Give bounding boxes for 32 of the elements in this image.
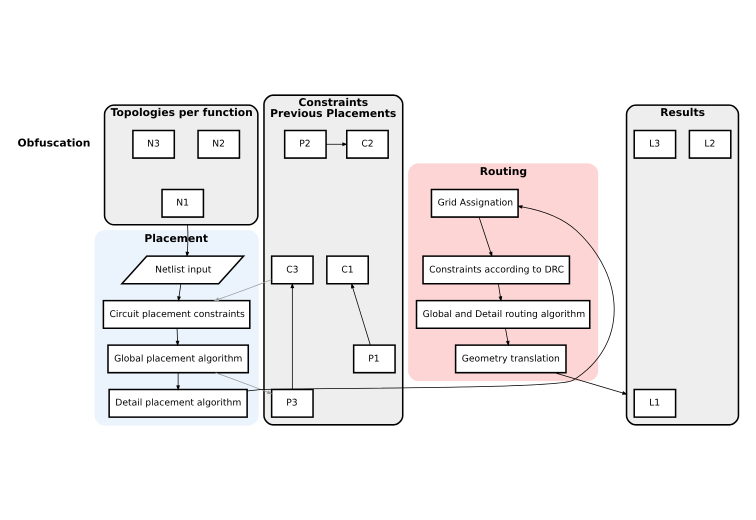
node-box: C3: [270, 255, 314, 285]
node-box: N1: [161, 188, 204, 218]
node-box: L3: [633, 130, 676, 159]
node-box: N2: [197, 130, 240, 159]
arrow: [554, 372, 628, 395]
node-box: Circuit placement constraints: [102, 300, 251, 329]
arrow: [177, 283, 182, 302]
node-box: L1: [633, 388, 676, 418]
node-box: Global placement algorithm: [107, 344, 250, 374]
node-box: P3: [270, 388, 314, 418]
node-box: C2: [346, 130, 389, 159]
node-box: L2: [688, 130, 732, 159]
arrow: [498, 283, 502, 302]
arrow: [176, 372, 180, 391]
arrow: [176, 328, 180, 346]
node-box: Constraints according to DRC: [422, 255, 570, 285]
arrow: [478, 216, 492, 258]
node-box: Grid Assignation: [430, 188, 519, 218]
arrow: [246, 205, 615, 392]
arrow: [351, 282, 371, 346]
node-box: Geometry translation: [454, 344, 567, 374]
node-box: Global and Detail routing algorithm: [416, 300, 591, 329]
node-box: P1: [352, 344, 396, 374]
node-box: Detail placement algorithm: [108, 388, 248, 418]
label: Obfuscation: [18, 136, 90, 150]
node-box: C1: [326, 255, 369, 285]
arrow: [326, 142, 348, 146]
arrow: [505, 328, 510, 346]
arrow: [290, 282, 294, 390]
node-box: P2: [284, 130, 327, 159]
arrow: [214, 279, 272, 301]
node-box: N3: [132, 130, 176, 159]
